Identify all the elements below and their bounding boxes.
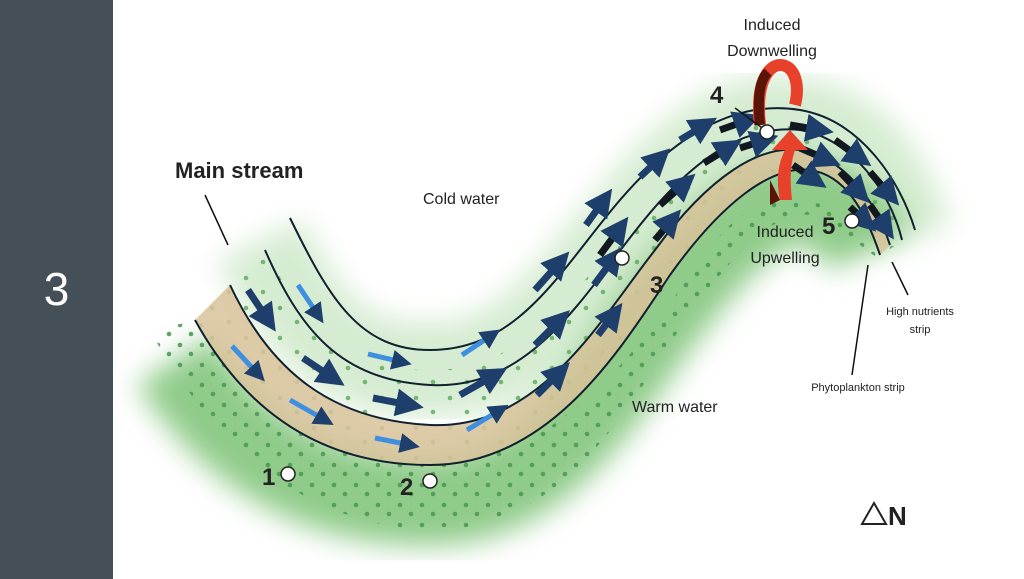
slide-number: 3 xyxy=(43,263,70,315)
point-1-label: 1 xyxy=(262,464,275,491)
point-labels: 1 2 3 4 5 xyxy=(262,82,835,501)
high-nutrients-strip xyxy=(195,149,890,465)
cold-dots xyxy=(195,122,905,465)
cold-water-label: Cold water xyxy=(423,191,500,208)
main-stream-label: Main stream xyxy=(175,158,303,183)
point-3-label: 3 xyxy=(650,272,663,299)
current-arrows xyxy=(230,111,900,453)
upwelling-label-1: Induced xyxy=(757,224,814,241)
warm-dots xyxy=(150,199,880,530)
downwelling-label-1: Induced xyxy=(744,17,801,34)
warm-water-label: Warm water xyxy=(632,399,718,416)
phytoplankton-label: Phytoplankton strip xyxy=(811,382,905,394)
slide-sidebar: 3 xyxy=(0,0,113,579)
meander-diagram: 1 2 3 4 5 Main stream Cold water Warm wa… xyxy=(137,17,954,546)
circulation-arrows xyxy=(753,58,808,205)
downwelling-label-2: Downwelling xyxy=(727,43,817,60)
sample-points xyxy=(280,124,860,489)
upwelling-label-2: Upwelling xyxy=(750,250,819,267)
north-indicator: N xyxy=(860,500,907,531)
point-4-label: 4 xyxy=(710,82,724,109)
north-label: N xyxy=(888,501,907,531)
leader-lines xyxy=(204,107,909,376)
high-nutrients-label-1: High nutrients xyxy=(886,306,954,318)
point-5-label: 5 xyxy=(822,213,835,240)
high-nutrients-label-2: strip xyxy=(910,324,931,336)
north-triangle-icon xyxy=(860,500,888,525)
point-2-label: 2 xyxy=(400,474,413,501)
